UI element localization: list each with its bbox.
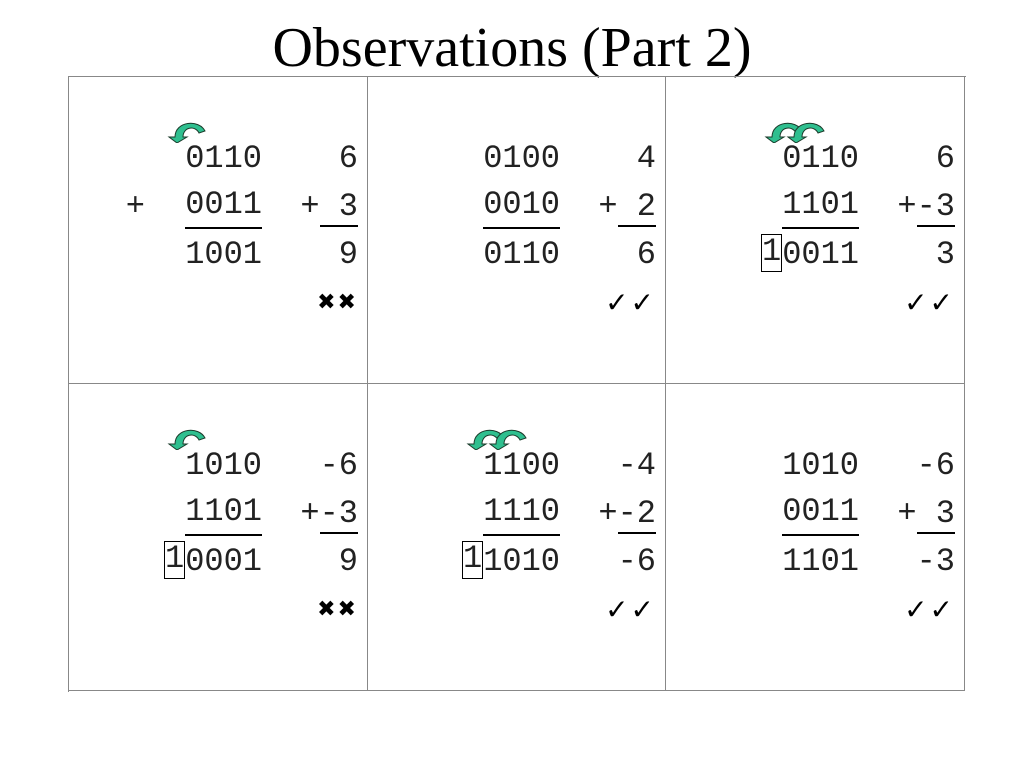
binary-sum: 10011 bbox=[760, 231, 859, 279]
carry-out-bit: 1 bbox=[760, 232, 783, 272]
decimal-operand-2-value: -3 bbox=[916, 188, 955, 227]
decimal-operand-1: 6 bbox=[935, 140, 955, 177]
decimal-operand-2: +-3 bbox=[897, 183, 955, 231]
binary-sum: 1101 bbox=[782, 538, 859, 586]
binary-operand-2: 0011 bbox=[782, 490, 859, 536]
decimal-plus-sign: + bbox=[598, 495, 618, 532]
addition-examples-grid: 0110 6 +0011 + 3 1001 9 ✖✖ 0100 4 0010 + 2 0110 6 ✓✓… bbox=[68, 76, 966, 692]
binary-operand-1: 0110 bbox=[782, 140, 859, 177]
decimal-operand-1: 4 bbox=[636, 140, 656, 177]
decimal-operand-2-value: 2 bbox=[617, 188, 656, 227]
decimal-operand-1: -6 bbox=[319, 447, 358, 484]
decimal-operand-2-value: -2 bbox=[617, 495, 656, 534]
binary-sum: 0110 bbox=[483, 231, 560, 279]
decimal-sum: 6 bbox=[636, 236, 656, 273]
carry-out-bit: 1 bbox=[461, 539, 484, 579]
binary-sum: 10001 bbox=[163, 538, 262, 586]
carry-arrow-icon bbox=[167, 429, 206, 450]
decimal-plus-sign: + bbox=[897, 495, 917, 532]
decimal-operand-2-value: 3 bbox=[916, 495, 955, 534]
binary-sum-bits: 1010 bbox=[483, 543, 560, 580]
decimal-operand-2-value: -3 bbox=[319, 495, 358, 534]
binary-sum-bits: 0001 bbox=[185, 543, 262, 580]
binary-sum: 11010 bbox=[461, 538, 560, 586]
binary-operand-2: 1101 bbox=[185, 490, 262, 536]
example-cell: 1010 -6 1101 +-3 10001 9 ✖✖ bbox=[69, 384, 368, 691]
decimal-operand-1: 6 bbox=[338, 140, 358, 177]
decimal-sum: 9 bbox=[338, 236, 358, 273]
curved-carry-arrow-icon bbox=[167, 429, 206, 450]
curved-carry-arrow-icon bbox=[786, 122, 825, 143]
decimal-operand-2: + 2 bbox=[598, 183, 656, 231]
binary-sum-bits: 0011 bbox=[782, 236, 859, 273]
example-cell: 0110 6 +0011 + 3 1001 9 ✖✖ bbox=[69, 77, 368, 384]
check-mark-icon: ✓✓ bbox=[605, 286, 656, 319]
binary-sum: 1001 bbox=[185, 231, 262, 279]
decimal-plus-sign: + bbox=[300, 495, 320, 532]
binary-plus-sign: + bbox=[125, 188, 145, 225]
cross-mark-icon: ✖✖ bbox=[317, 597, 358, 622]
binary-operand-1: 0110 bbox=[185, 140, 262, 177]
decimal-operand-2-value: 3 bbox=[319, 188, 358, 227]
decimal-plus-sign: + bbox=[300, 188, 320, 225]
example-cell: 0110 6 1101 +-3 10011 3 ✓✓ bbox=[666, 77, 965, 384]
check-mark-icon: ✓✓ bbox=[904, 286, 955, 319]
carry-arrow-icon bbox=[764, 122, 825, 143]
binary-sum-bits: 0110 bbox=[483, 236, 560, 273]
decimal-operand-2: + 3 bbox=[300, 183, 358, 231]
slide-title: Observations (Part 2) bbox=[272, 17, 752, 79]
decimal-sum: 9 bbox=[338, 543, 358, 580]
binary-operand-1: 1010 bbox=[185, 447, 262, 484]
binary-sum-bits: 1001 bbox=[185, 236, 262, 273]
binary-operand-2: 0010 bbox=[483, 183, 560, 229]
example-cell: 0100 4 0010 + 2 0110 6 ✓✓ bbox=[368, 77, 666, 384]
example-cell: 1010 -6 0011 + 3 1101 -3 ✓✓ bbox=[666, 384, 965, 691]
binary-operand-2: 1101 bbox=[782, 183, 859, 229]
decimal-sum: -6 bbox=[617, 543, 656, 580]
example-cell: 1100 -4 1110 +-2 11010 -6 ✓✓ bbox=[368, 384, 666, 691]
decimal-operand-2: + 3 bbox=[897, 490, 955, 538]
check-mark-icon: ✓✓ bbox=[904, 593, 955, 626]
curved-carry-arrow-icon bbox=[167, 122, 206, 143]
binary-operand-1: 1100 bbox=[483, 447, 560, 484]
binary-sum-bits: 1101 bbox=[782, 543, 859, 580]
binary-operand-2: 0011 bbox=[185, 183, 262, 229]
carry-out-bit: 1 bbox=[163, 539, 186, 579]
decimal-operand-1: -4 bbox=[617, 447, 656, 484]
check-mark-icon: ✓✓ bbox=[605, 593, 656, 626]
binary-operand-2: 1110 bbox=[483, 490, 560, 536]
carry-arrow-icon bbox=[167, 122, 206, 143]
carry-arrow-icon bbox=[466, 429, 527, 450]
decimal-sum: 3 bbox=[935, 236, 955, 273]
decimal-sum: -3 bbox=[916, 543, 955, 580]
decimal-operand-1: -6 bbox=[916, 447, 955, 484]
binary-operand-1: 1010 bbox=[782, 447, 859, 484]
binary-operand-1: 0100 bbox=[483, 140, 560, 177]
decimal-operand-2: +-2 bbox=[598, 490, 656, 538]
curved-carry-arrow-icon bbox=[488, 429, 527, 450]
decimal-plus-sign: + bbox=[598, 188, 618, 225]
decimal-operand-2: +-3 bbox=[300, 490, 358, 538]
decimal-plus-sign: + bbox=[897, 188, 917, 225]
cross-mark-icon: ✖✖ bbox=[317, 290, 358, 315]
